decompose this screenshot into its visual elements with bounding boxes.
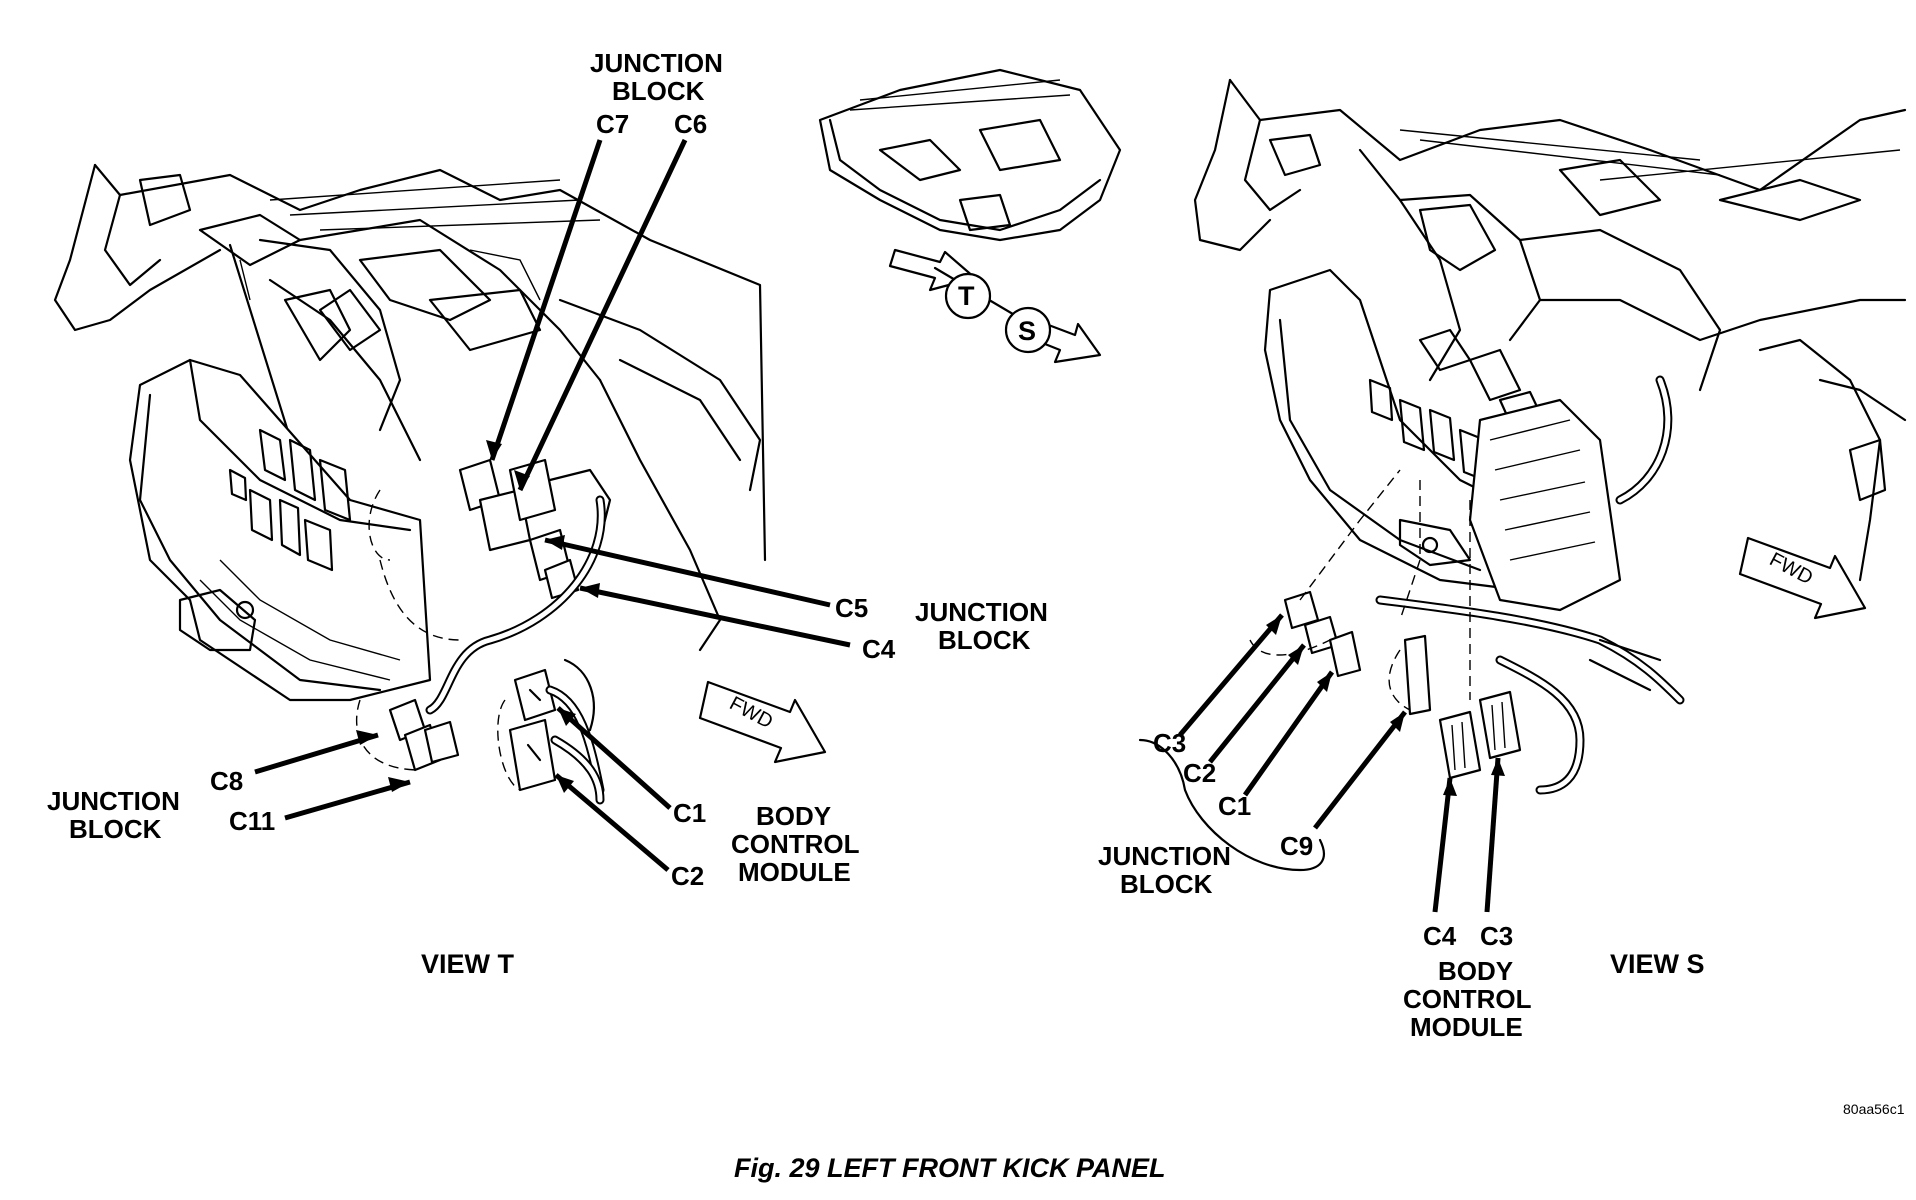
connector-c7-label: C7 [596,109,629,139]
arrow-t-label: T [958,281,975,311]
view-t-marker [944,272,992,320]
connector-c5-label: C5 [835,593,868,623]
view-t-illustration [53,163,767,805]
orientation-inset: T S [818,68,1122,364]
view-t-title: VIEW T [421,949,515,979]
connector-c2-t-label: C2 [671,861,704,891]
view-s-leaders [1178,613,1505,913]
view-s-marker [1004,306,1052,354]
junction-block-s-label-line2: BLOCK [1120,869,1213,899]
connector-c11-label: C11 [229,806,275,836]
junction-block-mid-label-line2: BLOCK [938,625,1031,655]
view-s-illustration [1138,78,1907,872]
view-t-leaders [254,138,851,872]
junction-block-top-label-line1: JUNCTION [590,48,723,78]
connector-c2-s-label: C2 [1183,758,1216,788]
junction-block-top-label-line2: BLOCK [612,76,705,106]
image-code: 80aa56c1 [1843,1101,1905,1117]
connector-c1-t-label: C1 [673,798,706,828]
junction-block-bl-label-line2: BLOCK [69,814,162,844]
figure-caption: Fig. 29 LEFT FRONT KICK PANEL [734,1153,1166,1183]
connector-c3-s-label: C3 [1153,728,1186,758]
bcm-s-label-line2: CONTROL [1403,984,1532,1014]
bcm-s-label-line3: MODULE [1410,1012,1523,1042]
fwd-arrow-s: FWD [1738,536,1867,620]
junction-block-bl-label-line1: JUNCTION [47,786,180,816]
arrow-s-label: S [1018,316,1036,346]
bcm-t-label-line1: BODY [756,801,831,831]
connector-c4-s-label: C4 [1423,921,1457,951]
bcm-s-label-line1: BODY [1438,956,1513,986]
view-s-title: VIEW S [1610,949,1705,979]
connector-c8-label: C8 [210,766,243,796]
junction-block-mid-label-line1: JUNCTION [915,597,1048,627]
connector-c6-label: C6 [674,109,707,139]
junction-block-s-label-line1: JUNCTION [1098,841,1231,871]
connector-c1-s-label: C1 [1218,791,1251,821]
bcm-t-label-line3: MODULE [738,857,851,887]
bcm-t-label-line2: CONTROL [731,829,860,859]
connector-c3-bcm-s-label: C3 [1480,921,1513,951]
connector-c9-label: C9 [1280,831,1313,861]
connector-c4-t-label: C4 [862,634,896,664]
fwd-arrow-t: FWD [698,680,827,764]
